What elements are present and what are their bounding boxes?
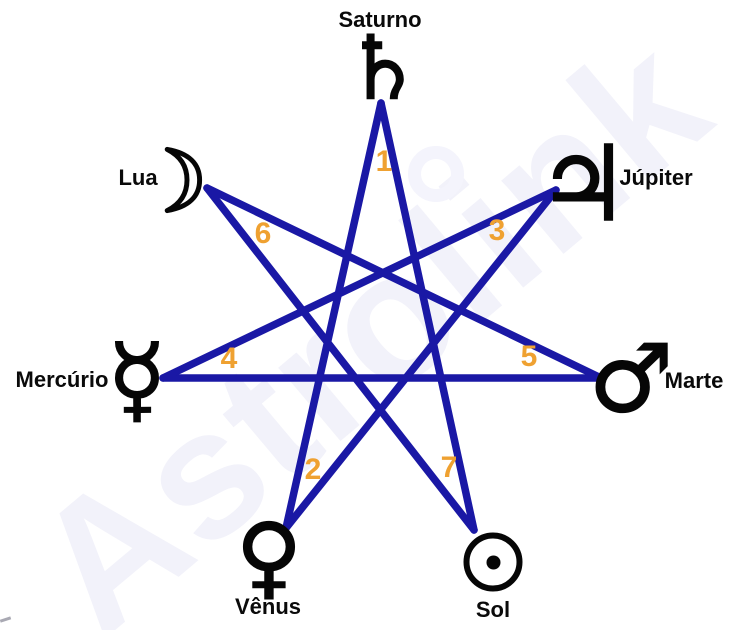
sun-symbol-icon <box>463 532 523 592</box>
edge-saturno-sol <box>377 99 478 534</box>
point-number-sol: 7 <box>440 451 458 484</box>
point-number-venus: 2 <box>304 453 322 486</box>
venus-symbol-icon: ♀ <box>235 504 302 610</box>
planet-label-lua: Lua <box>118 165 158 190</box>
planet-label-sol: Sol <box>475 597 511 622</box>
edge-lua-marte <box>203 184 605 382</box>
point-number-lua: 6 <box>254 217 272 250</box>
mercury-symbol-icon: ☿ <box>107 323 167 436</box>
planet-label-marte: Marte <box>664 368 724 393</box>
point-number-mercurio: 4 <box>220 342 238 375</box>
sun-dot <box>486 555 500 569</box>
planet-label-mercurio: Mercúrio <box>15 367 109 392</box>
point-number-saturno: 1 <box>375 145 393 178</box>
edge-mercurio-jupiter <box>159 186 560 382</box>
point-number-jupiter: 3 <box>488 214 506 247</box>
moon-symbol-icon <box>164 146 203 214</box>
planet-label-venus: Vênus <box>234 594 302 619</box>
mars-symbol-icon: ♂ <box>588 325 674 435</box>
planet-label-saturno: Saturno <box>338 7 422 32</box>
saturn-symbol-icon: ♄ <box>343 16 423 120</box>
edge-sol-lua <box>203 184 478 534</box>
point-number-marte: 5 <box>520 340 538 373</box>
edge-venus-saturno <box>282 99 385 532</box>
jupiter-symbol-icon: ♃ <box>536 122 631 245</box>
planet-label-jupiter: Júpiter <box>619 165 693 190</box>
edge-jupiter-venus <box>282 186 560 532</box>
